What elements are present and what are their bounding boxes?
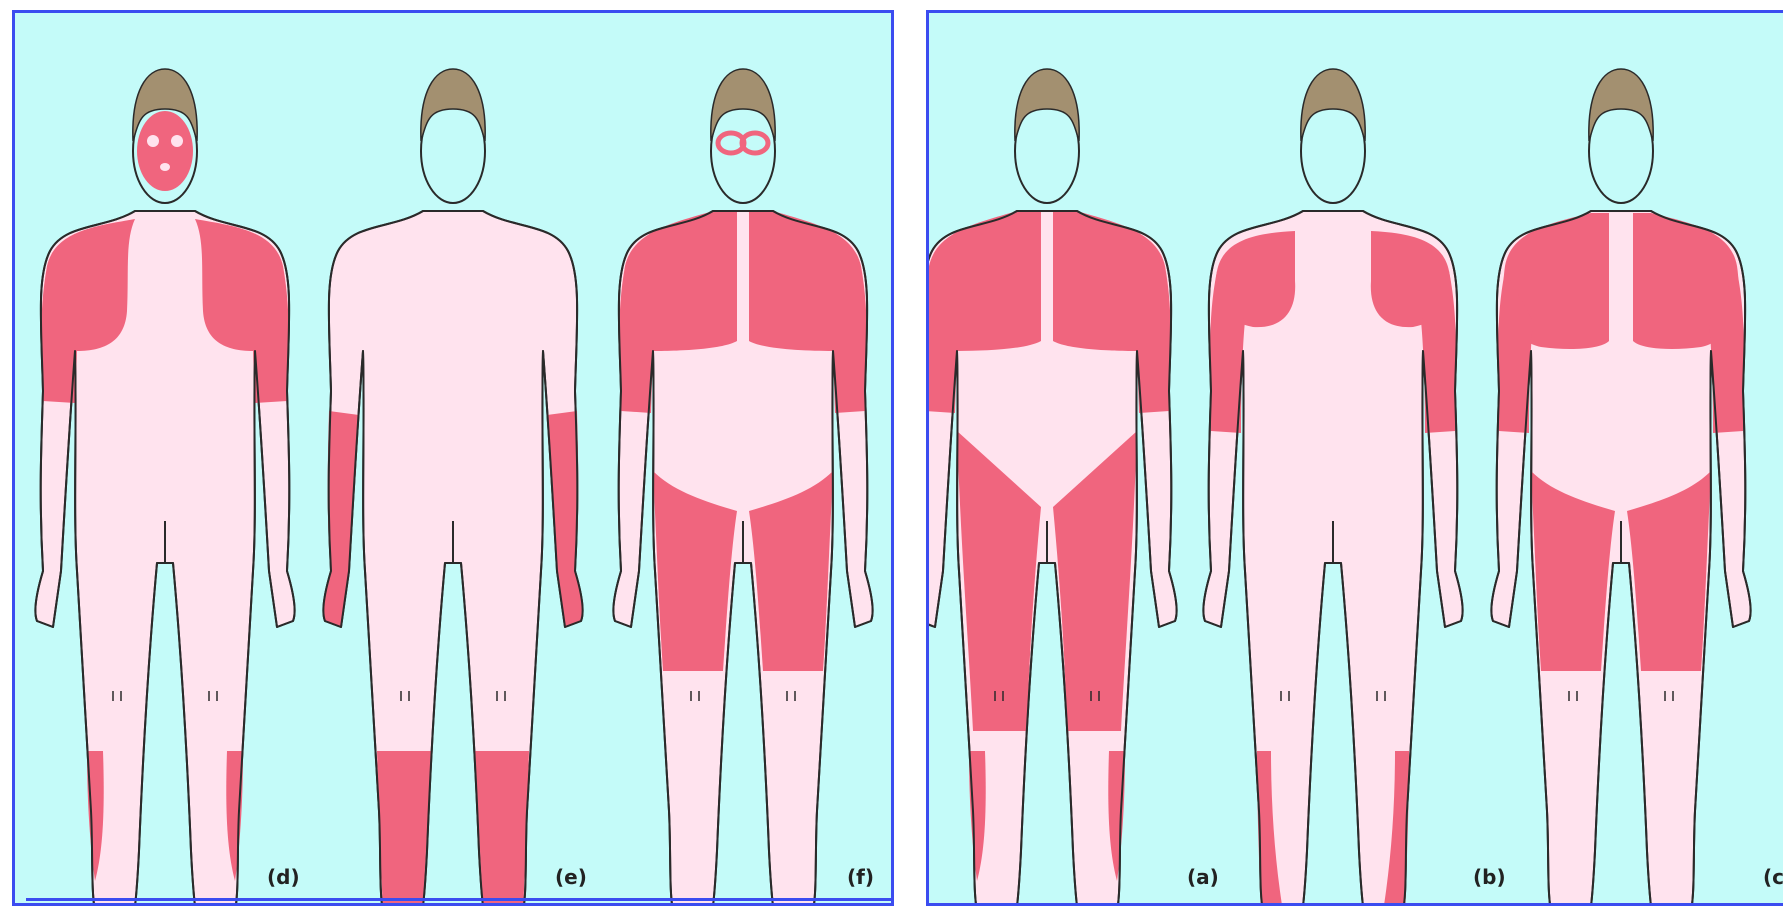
human-figure-b <box>1203 69 1462 906</box>
figure-label-d: (d) <box>267 865 300 889</box>
figure-label-e: (e) <box>555 865 587 889</box>
figure-label-c: (c <box>1763 865 1783 889</box>
hair <box>711 69 775 141</box>
hair <box>421 69 485 141</box>
right-panel: (a) (b) (c <box>926 10 1783 906</box>
left-panel-figures <box>15 13 894 906</box>
human-figure-f <box>613 69 872 906</box>
figure-label-f: (f) <box>847 865 874 889</box>
hair <box>1301 69 1365 141</box>
figure-label-a: (a) <box>1187 865 1219 889</box>
human-figure-c <box>1491 69 1750 906</box>
bottom-border-line <box>26 898 894 901</box>
figure-label-b: (b) <box>1473 865 1506 889</box>
left-panel: (d) (e) (f) <box>12 10 894 906</box>
hair <box>1015 69 1079 141</box>
human-figure-a <box>929 69 1177 906</box>
human-figure-e <box>323 69 582 906</box>
right-panel-figures <box>929 13 1783 906</box>
hair <box>1589 69 1653 141</box>
human-figure-d <box>35 69 294 906</box>
